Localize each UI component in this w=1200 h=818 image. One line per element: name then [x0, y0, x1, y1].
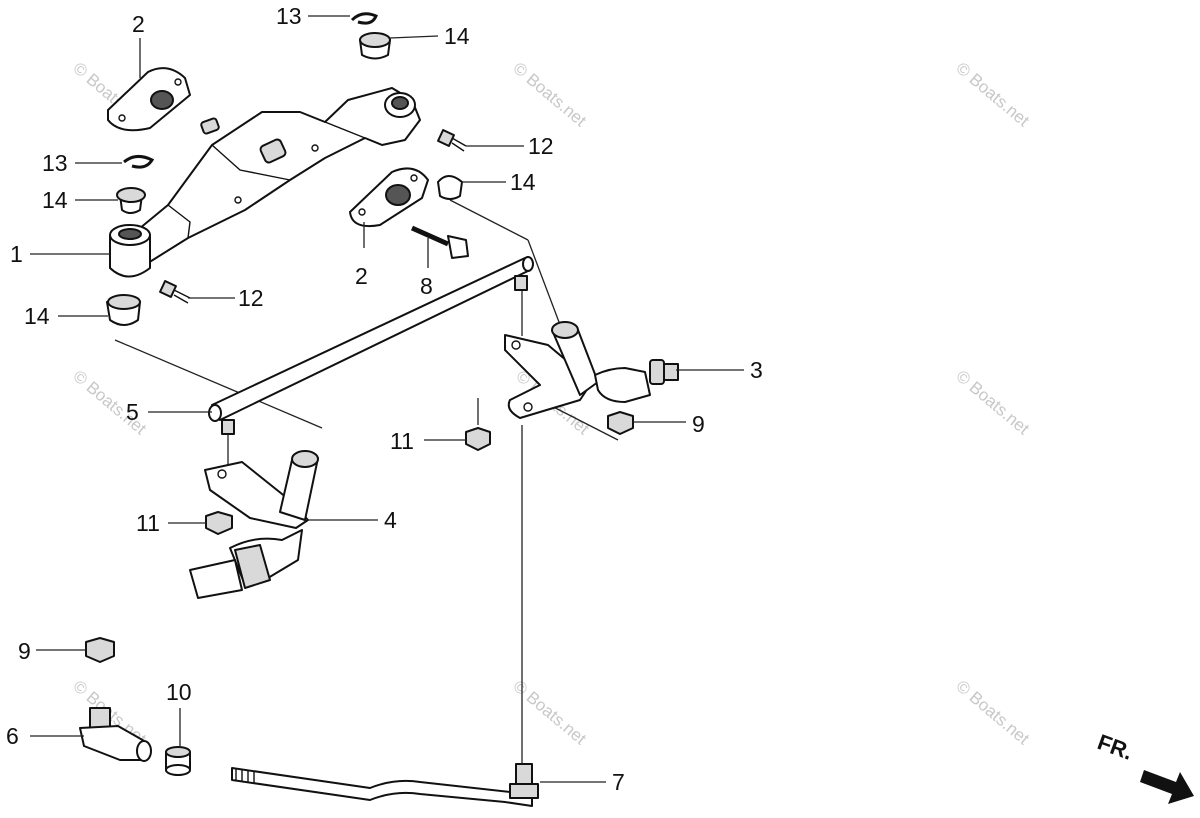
callout-label: 8	[420, 273, 433, 299]
nut-left	[205, 511, 233, 535]
callout-label: 14	[444, 23, 470, 49]
clip-upper	[350, 12, 378, 25]
callout-label: 14	[510, 169, 536, 195]
long-bolt	[410, 225, 469, 259]
watermark: © Boats.net	[952, 677, 1033, 749]
callout-label: 6	[6, 723, 19, 749]
callout-label: 1	[10, 241, 23, 267]
callout-label: 12	[238, 285, 264, 311]
front-direction-marker: FR.	[1094, 729, 1194, 804]
callout-label: 2	[132, 11, 145, 37]
grommet-right	[437, 175, 463, 200]
watermark: © Boats.net	[509, 59, 590, 131]
nut-nine-right	[607, 411, 634, 435]
callout-label: 10	[166, 679, 192, 705]
callout-labels: 1 2 2 3 4 5 6 7 8 9 9 10 11 11 12 12 13 …	[6, 3, 763, 795]
callout-label: 11	[136, 510, 160, 536]
callout-label: 7	[612, 769, 625, 795]
callout-label: 4	[384, 507, 397, 533]
mounting-plate-upper	[107, 67, 191, 132]
mounting-plate-lower	[349, 167, 429, 228]
callout-label: 9	[18, 638, 31, 664]
nut-right	[465, 427, 491, 451]
callout-label: 3	[750, 357, 763, 383]
front-direction-label: FR.	[1094, 729, 1136, 765]
watermark: © Boats.net	[952, 367, 1033, 439]
callout-label: 13	[42, 150, 68, 176]
grommet-left	[116, 187, 146, 214]
callout-label: 12	[528, 133, 554, 159]
watermark: © Boats.net	[952, 59, 1033, 131]
callout-label: 9	[692, 411, 705, 437]
steering-arm-bracket	[109, 87, 421, 278]
tie-rod	[208, 256, 534, 435]
assembly-lines	[114, 199, 619, 770]
steering-knuckle-left	[189, 450, 319, 599]
bolt-lower	[159, 280, 191, 304]
bolt-upper	[437, 129, 467, 152]
grommet-top	[359, 32, 391, 60]
callout-label: 14	[24, 303, 50, 329]
collar	[165, 746, 191, 776]
nut-nine-left	[85, 637, 115, 663]
front-direction-arrow-icon	[1140, 770, 1194, 804]
callout-label: 5	[126, 399, 139, 425]
callout-label: 11	[390, 428, 414, 454]
callout-label: 2	[355, 263, 368, 289]
callout-label: 14	[42, 187, 68, 213]
drag-link-rod	[231, 763, 539, 807]
clip-lower	[123, 155, 155, 169]
ball-joint-fitting	[79, 707, 152, 762]
callout-label: 13	[276, 3, 302, 29]
steering-knuckle-right	[504, 321, 679, 419]
leader-lines	[30, 15, 744, 783]
grommet-bottom	[106, 294, 141, 326]
